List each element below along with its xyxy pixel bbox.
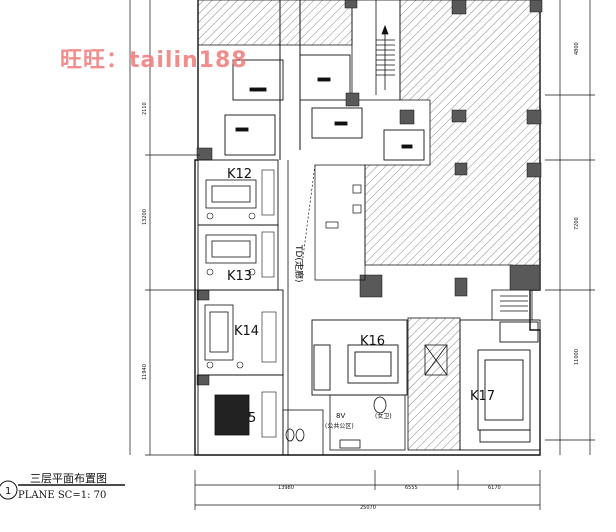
wc-label-left-sub: (公共公区) <box>325 422 354 430</box>
room-label-k15: 5 <box>248 411 256 426</box>
room-label-k14: K14 <box>234 324 259 339</box>
furniture-details <box>206 169 277 438</box>
wc-label-right: (女卫) <box>375 412 392 420</box>
drawing-caption: 1 三层平面布置图 PLANE SC=1: 70 <box>0 472 125 501</box>
hatched-void-areas <box>197 0 541 451</box>
wc-label-left: 8V <box>336 412 345 420</box>
room-label-k16: K16 <box>360 334 385 349</box>
room-label-k12: K12 <box>227 167 252 182</box>
dim-right-1: 4800 <box>574 42 580 55</box>
dim-left-2: 13200 <box>142 209 148 225</box>
dim-bottom-1: 13980 <box>278 485 294 491</box>
dim-total: 25070 <box>360 505 376 511</box>
corridor-label: TD(走廊) <box>293 244 305 282</box>
sofa-set <box>204 179 257 436</box>
dimension-texts: 4800 7200 11000 2110 13200 11940 13980 6… <box>142 42 580 511</box>
caption-index: 1 <box>5 486 11 497</box>
room-label-k17: K17 <box>470 389 495 404</box>
dimension-lines <box>129 0 595 510</box>
caption-scale: PLANE SC=1: 70 <box>18 490 106 501</box>
caption-index-circle <box>0 480 18 500</box>
dim-left-1: 2110 <box>142 102 148 115</box>
right-rooms <box>311 319 541 451</box>
dim-left-3: 11940 <box>142 364 148 380</box>
left-rooms <box>197 159 284 456</box>
room-label-k13: K13 <box>227 269 252 284</box>
room-labels: K12 K13 K14 5 K16 K17 TD(走廊) 8V (公共公区) (… <box>227 167 495 430</box>
caption-title: 三层平面布置图 <box>30 472 107 485</box>
corridor-lounge <box>287 160 366 455</box>
stair-treads <box>376 39 395 76</box>
dim-bottom-2: 6555 <box>405 485 418 491</box>
dim-right-2: 7200 <box>574 217 580 230</box>
dim-bottom-3: 6170 <box>488 485 501 491</box>
upper-service-rooms <box>224 54 425 161</box>
structural-columns <box>196 0 543 386</box>
dim-right-3: 11000 <box>574 349 580 365</box>
toilets <box>282 394 406 456</box>
